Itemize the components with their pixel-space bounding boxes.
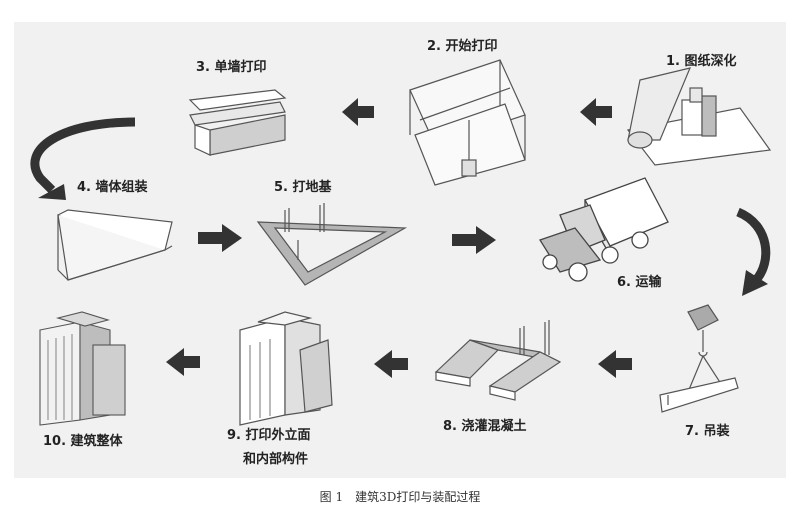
step5-label: 5. 打地基: [274, 180, 332, 195]
arrow-2-to-3: [342, 98, 374, 126]
arrow-9-to-10: [166, 348, 200, 376]
step3-label: 3. 单墙打印: [196, 60, 267, 75]
step7-crane-hoist-illustration: [659, 304, 739, 413]
figure-title: 建筑3D打印与装配过程: [355, 490, 481, 504]
step3-wall-panels-illustration: [188, 89, 287, 156]
step10-building-illustration: [39, 311, 126, 426]
step9-label-line2: 和内部构件: [243, 452, 309, 467]
step8-label: 8. 浇灌混凝土: [443, 419, 527, 434]
figure-number: 图 1: [319, 490, 344, 504]
arrow-4-to-5: [198, 224, 242, 252]
step8-concrete-pour-illustration: [434, 320, 562, 401]
step4-label: 4. 墙体组装: [77, 180, 148, 195]
step4-assembled-walls-illustration: [57, 209, 173, 281]
arrow-5-to-6: [452, 226, 496, 254]
step1-blueprint-illustration: [626, 67, 772, 166]
step6-label: 6. 运输: [617, 275, 662, 290]
step10-label: 10. 建筑整体: [43, 434, 123, 449]
arrow-7-to-8: [598, 350, 632, 378]
step6-truck-illustration: [539, 177, 669, 282]
arrow-1-to-2: [580, 98, 612, 126]
arrow-8-to-9: [374, 350, 408, 378]
step9-label-line1: 9. 打印外立面: [227, 428, 311, 443]
step2-label: 2. 开始打印: [427, 39, 498, 54]
figure-caption: 图 1 建筑3D打印与装配过程: [0, 489, 800, 505]
step7-label: 7. 吊装: [685, 424, 730, 439]
step9-facade-illustration: [239, 311, 333, 426]
arrow-3-to-4: [30, 117, 136, 200]
arrow-6-to-7: [735, 207, 771, 296]
step1-label: 1. 图纸深化: [666, 54, 737, 69]
step2-printer-gantry-illustration: [409, 59, 526, 186]
step5-foundation-illustration: [256, 203, 408, 286]
